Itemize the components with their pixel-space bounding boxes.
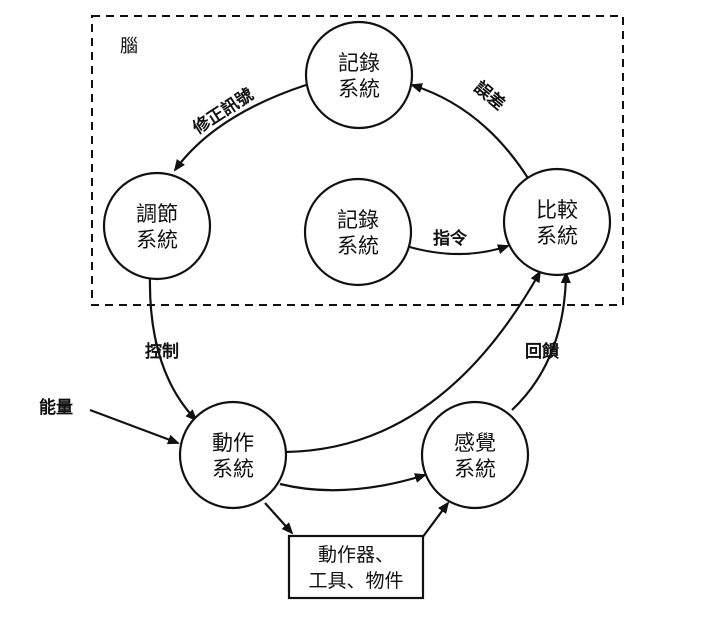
- edge-label-error: 誤差: [470, 77, 510, 115]
- edge-feedback: [511, 271, 571, 411]
- edge-error: [410, 83, 532, 184]
- node-regulate: 調節 系統: [102, 171, 212, 281]
- brain-region-box: [91, 15, 624, 306]
- edge-command: [405, 244, 510, 256]
- node-effector-line2: 工具、物件: [308, 570, 403, 592]
- brain-region-label: 腦: [120, 36, 138, 57]
- node-record-top-line2: 系統: [338, 77, 380, 101]
- edge-action-to-sense: [279, 473, 427, 492]
- edge-correction: [173, 83, 307, 172]
- node-record-top-line1: 記錄: [338, 51, 380, 75]
- node-compare-line2: 系統: [536, 224, 578, 248]
- node-sense: 感覺 系統: [420, 400, 530, 510]
- edge-control: [148, 274, 198, 422]
- edge-action-to-compare: [284, 270, 541, 454]
- edge-label-control: 控制: [145, 341, 179, 362]
- edge-label-feedback: 回饋: [525, 341, 560, 362]
- edge-label-correction: 修正訊號: [188, 84, 257, 139]
- node-regulate-line2: 系統: [136, 228, 178, 252]
- node-compare: 比較 系統: [502, 167, 612, 277]
- node-sense-line2: 系統: [454, 457, 496, 481]
- edge-energy: [89, 408, 180, 445]
- node-action-line1: 動作: [212, 431, 254, 455]
- edge-label-energy: 能量: [39, 397, 73, 418]
- node-regulate-line1: 調節: [136, 202, 178, 226]
- node-action: 動作 系統: [178, 400, 288, 510]
- edge-effector-to-sense: [421, 501, 450, 539]
- node-record-mid-line2: 系統: [337, 234, 379, 258]
- edge-action-to-effector: [264, 502, 294, 535]
- node-effector-line1: 動作器、: [318, 544, 394, 566]
- node-action-line2: 系統: [212, 457, 254, 481]
- node-record-mid: 記錄 系統: [303, 177, 413, 287]
- node-sense-line1: 感覺: [454, 431, 496, 455]
- node-record-mid-line1: 記錄: [337, 208, 379, 232]
- node-effector: 動作器、 工具、物件: [287, 534, 425, 600]
- node-compare-line1: 比較: [536, 198, 578, 222]
- edge-label-command: 指令: [433, 228, 468, 249]
- node-record-top: 記錄 系統: [304, 20, 414, 130]
